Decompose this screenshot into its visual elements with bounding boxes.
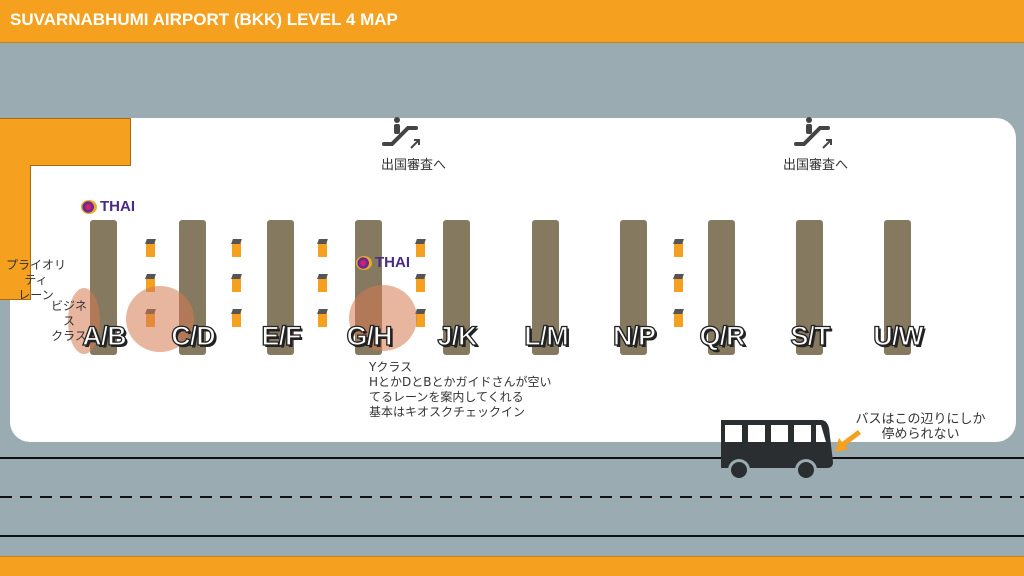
check-in-counter [267, 220, 294, 355]
kiosk-icon [146, 242, 155, 257]
terminal-wall [0, 165, 31, 300]
check-in-counter [884, 220, 911, 355]
lane-divider [0, 496, 1024, 498]
kiosk-icon [146, 277, 155, 292]
kiosk-icon [674, 242, 683, 257]
orchid-icon [81, 199, 97, 214]
check-in-counter [532, 220, 559, 355]
orchid-icon [356, 255, 372, 270]
escalator-icon [382, 117, 420, 149]
terminal-floor [10, 118, 1016, 442]
counter-label: A/B [82, 320, 128, 351]
kiosk-icon [416, 312, 425, 327]
kiosk-icon [318, 277, 327, 292]
business-class-area [126, 286, 194, 352]
kiosk-icon [674, 277, 683, 292]
business-class-area [68, 288, 100, 354]
page-title: SUVARNABHUMI AIRPORT (BKK) LEVEL 4 MAP [10, 10, 398, 29]
counter-label: J/K [437, 320, 478, 351]
check-in-counter [620, 220, 647, 355]
kiosk-icon [232, 242, 241, 257]
kiosk-icon [318, 242, 327, 257]
counter-label: Q/R [699, 320, 746, 351]
counter-label: U/W [873, 320, 925, 351]
counter-label: E/F [261, 320, 302, 351]
escalator-icon [794, 117, 832, 149]
kiosk-icon [674, 312, 683, 327]
kiosk-icon [232, 312, 241, 327]
counter-label: L/M [524, 320, 570, 351]
bus-note: バスはこの辺りにしか停められない [855, 412, 986, 442]
counter-label: N/P [612, 320, 656, 351]
y-class-area [349, 285, 417, 351]
thai-airways-logo: THAI [356, 254, 410, 271]
kiosk-icon [416, 277, 425, 292]
business-class-note: ビジネスクラス [50, 299, 87, 343]
kiosk-icon [318, 312, 327, 327]
terminal-wall [0, 118, 131, 166]
priority-lane-note: プライオリティレーン [5, 258, 66, 302]
check-in-counter [796, 220, 823, 355]
header-bar: SUVARNABHUMI AIRPORT (BKK) LEVEL 4 MAP [0, 0, 1024, 43]
counter-label: S/T [790, 320, 831, 351]
counter-label: G/H [346, 320, 393, 351]
road-edge [0, 457, 1024, 459]
arrow-icon [835, 430, 861, 452]
thai-airways-logo: THAI [81, 198, 135, 215]
check-in-counter [443, 220, 470, 355]
bus-icon [721, 420, 833, 481]
counter-label: C/D [171, 320, 217, 351]
road-edge [0, 535, 1024, 537]
escalator-label: 出国審査へ [381, 158, 447, 173]
footer-bar [0, 556, 1024, 576]
check-in-counter [708, 220, 735, 355]
kiosk-icon [232, 277, 241, 292]
kiosk-icon [416, 242, 425, 257]
escalator-label: 出国審査へ [783, 158, 849, 173]
